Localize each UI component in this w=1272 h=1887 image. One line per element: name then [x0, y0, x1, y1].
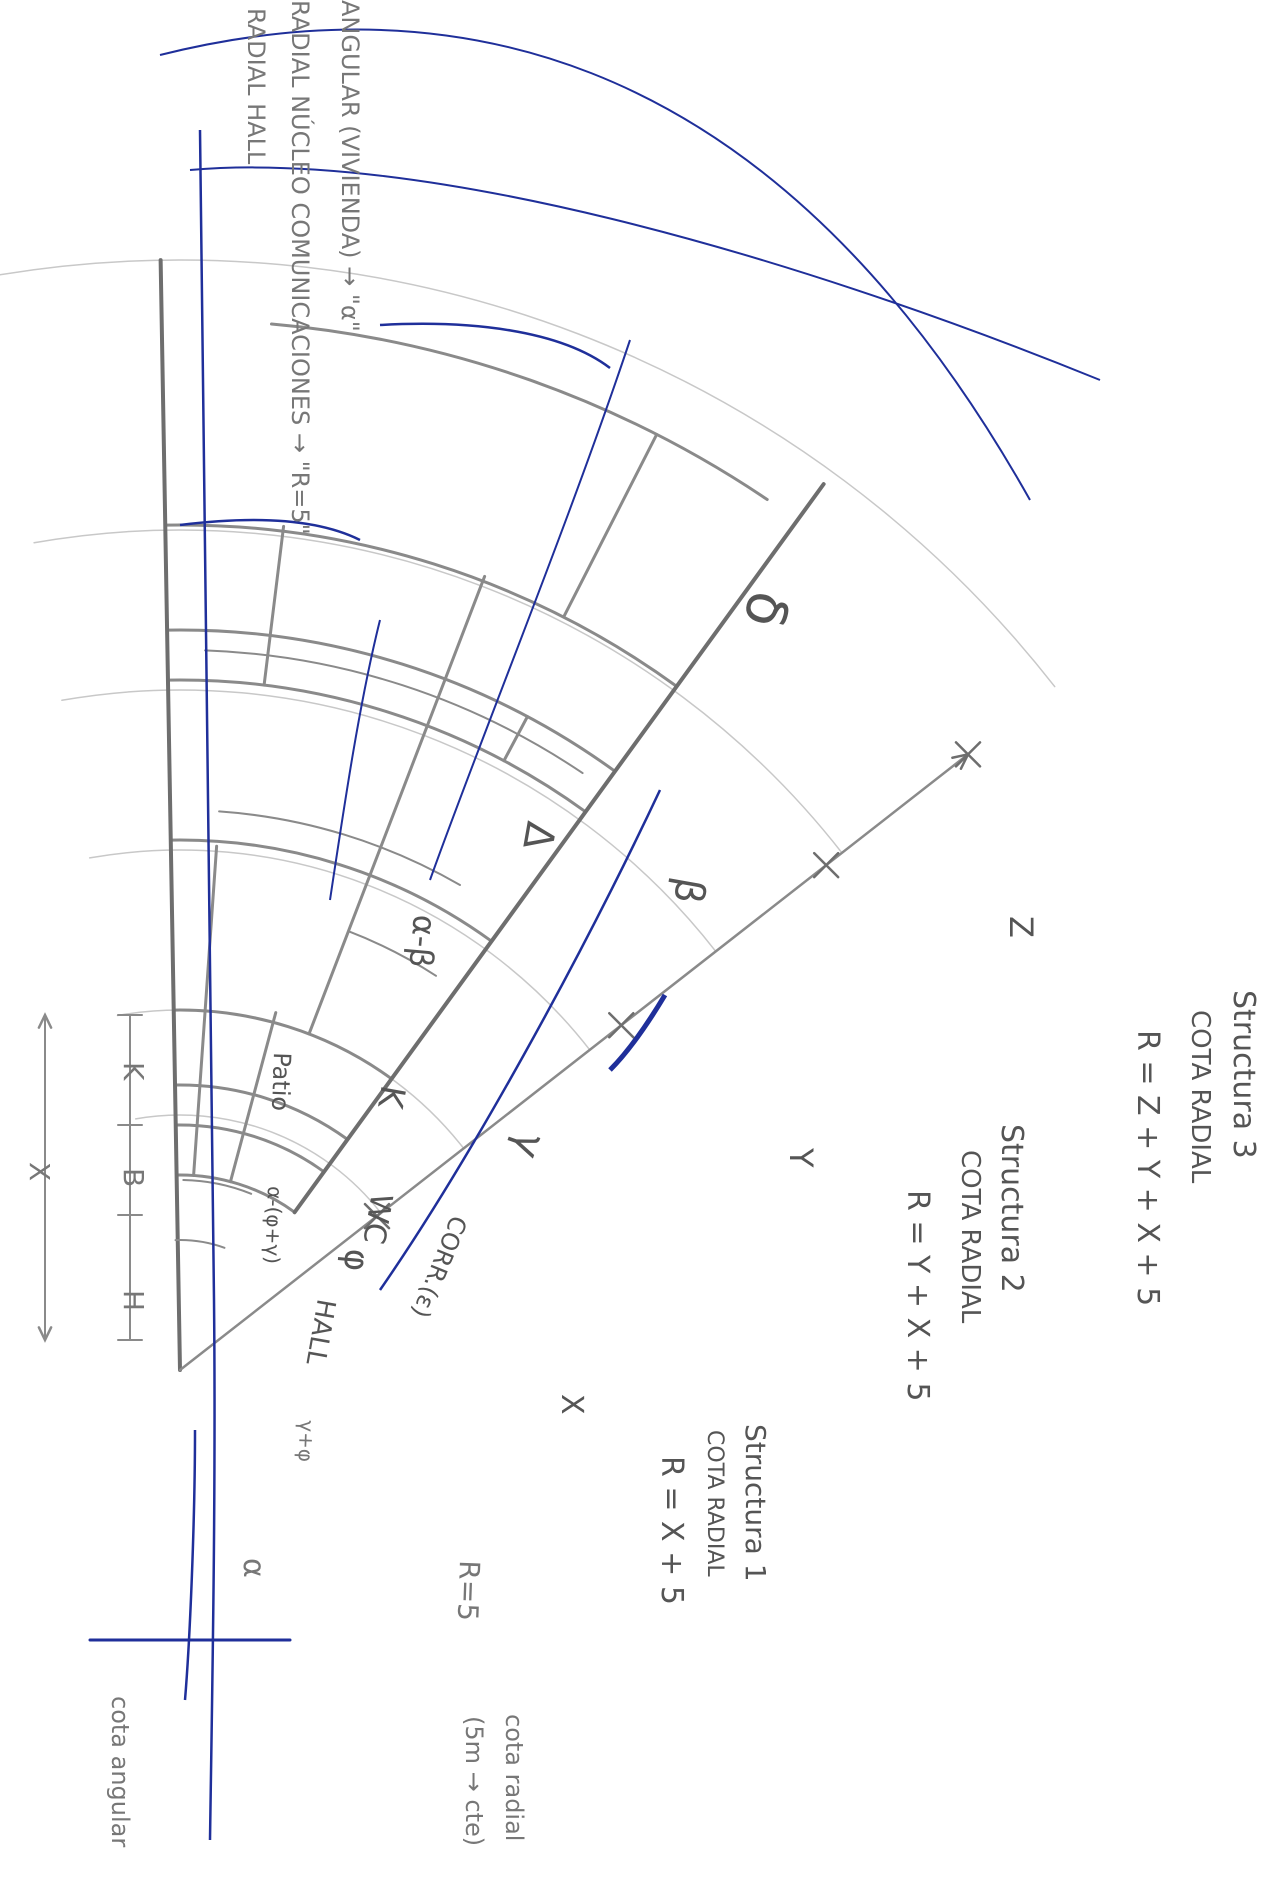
structure-2-formula: R = Y + X + 5: [900, 1190, 935, 1401]
angular-dim-alpha: [174, 1239, 226, 1249]
legend-line-2: RADIAL NÚCLEO COMUNICACIONES → "R=5": [286, 0, 316, 535]
ring-arc: [166, 678, 588, 814]
ring-arc: [173, 1083, 349, 1141]
dim-beta: β: [664, 874, 714, 907]
chain-tick: [608, 1011, 635, 1039]
dim-alpha-minus-phi-gamma: α-(φ+γ): [260, 1186, 287, 1265]
construction-arc: [0, 259, 1056, 688]
scale-arrow-bottom: [37, 1326, 53, 1343]
structure-2-cota: COTA RADIAL: [955, 1150, 985, 1324]
cota-radial-label-1: cota radial: [500, 1714, 528, 1841]
subdivision-radial: [307, 574, 487, 1036]
dim-alpha: α: [236, 1558, 271, 1578]
angular-dim-gamma-phi: [182, 1179, 253, 1195]
chain-tick: [363, 1202, 391, 1230]
dim-radial-r5: R=5: [451, 1560, 486, 1622]
subdivision-radial: [192, 844, 219, 1177]
ink-diagonal-3: [329, 619, 381, 901]
chain-arrow-end: [951, 752, 971, 770]
cota-angular-label: cota angular: [106, 1696, 134, 1847]
axis-z: Z: [1002, 916, 1040, 938]
sector-edge-left: [158, 258, 182, 1372]
ring-arc: [169, 838, 493, 943]
dim-delta-small: δ: [730, 584, 802, 634]
angular-dim-beta: [347, 930, 437, 977]
ink-diagonal-1: [429, 339, 631, 881]
chain-tick: [812, 851, 840, 879]
ink-reference-axis: [198, 129, 216, 1841]
ink-diagonal-2: [378, 789, 662, 1291]
cota-radial-label-2: (5m → cte): [460, 1716, 488, 1846]
angular-dim-delta-big: [218, 810, 461, 886]
dim-gamma: γ: [503, 1127, 554, 1165]
ink-mark: [608, 993, 668, 1072]
dim-phi: φ: [335, 1247, 377, 1273]
ink-lower-axis: [183, 1429, 197, 1701]
scale-k: K: [117, 1062, 150, 1081]
structure-3-formula: R = Z + Y + X + 5: [1130, 1030, 1165, 1306]
structure-3-cota: COTA RADIAL: [1185, 1010, 1215, 1184]
radial-dimension-chain: [178, 753, 970, 1372]
scale-arrow-top: [37, 1012, 53, 1029]
dim-delta-big: Δ: [513, 818, 563, 854]
structure-1-title: Structura 1: [739, 1424, 772, 1582]
ink-arc-top: [159, 28, 1031, 501]
ring-arc: [163, 523, 679, 688]
subdivision-radial: [228, 1011, 278, 1184]
dim-wc: WC: [355, 1191, 398, 1247]
dim-gamma-plus-phi: γ+φ: [294, 1420, 319, 1463]
dim-alpha-minus-beta: α-β: [401, 913, 443, 969]
subdivision-radial: [502, 715, 529, 763]
dim-k: K: [369, 1082, 413, 1113]
ring-arc: [175, 1173, 297, 1214]
structure-1-cota: COTA RADIAL: [702, 1430, 727, 1577]
ring-arc: [165, 628, 617, 773]
ink-arc-third: [379, 322, 611, 369]
axis-y: Y: [782, 1147, 820, 1168]
subdivision-radial: [262, 524, 286, 687]
sector-edge-right: [292, 482, 826, 1215]
construction-arc: [33, 529, 843, 854]
structure-1-formula: R = X + 5: [654, 1456, 689, 1605]
legend-line-3: RADIAL HALL: [242, 8, 270, 165]
dim-patio: Patio: [266, 1052, 296, 1112]
scale-x: X: [23, 1162, 56, 1181]
ring-arc: [270, 322, 769, 501]
subdivision-radial: [562, 432, 659, 619]
dim-hall: HALL: [300, 1297, 341, 1368]
dim-corr: CORR.(ε): [406, 1212, 472, 1322]
scale-b: B: [117, 1168, 150, 1187]
angular-dim-delta: [204, 649, 584, 775]
ink-arc-second: [189, 166, 1101, 381]
ring-arc: [172, 1008, 394, 1081]
blue-ink-overlay: [88, 28, 1101, 1841]
legend-line-1: ANGULAR (VIVIENDA) → "α": [336, 0, 364, 332]
axis-x: X: [554, 1394, 589, 1415]
construction-arc: [134, 1114, 382, 1214]
pencil-geometry: [0, 258, 1056, 1372]
structure-3-title: Structura 3: [1226, 990, 1261, 1159]
construction-arc: [61, 689, 717, 953]
ink-arc-fourth: [179, 518, 361, 542]
structure-2-title: Structura 2: [994, 1124, 1029, 1293]
scale-h: H: [117, 1290, 150, 1311]
